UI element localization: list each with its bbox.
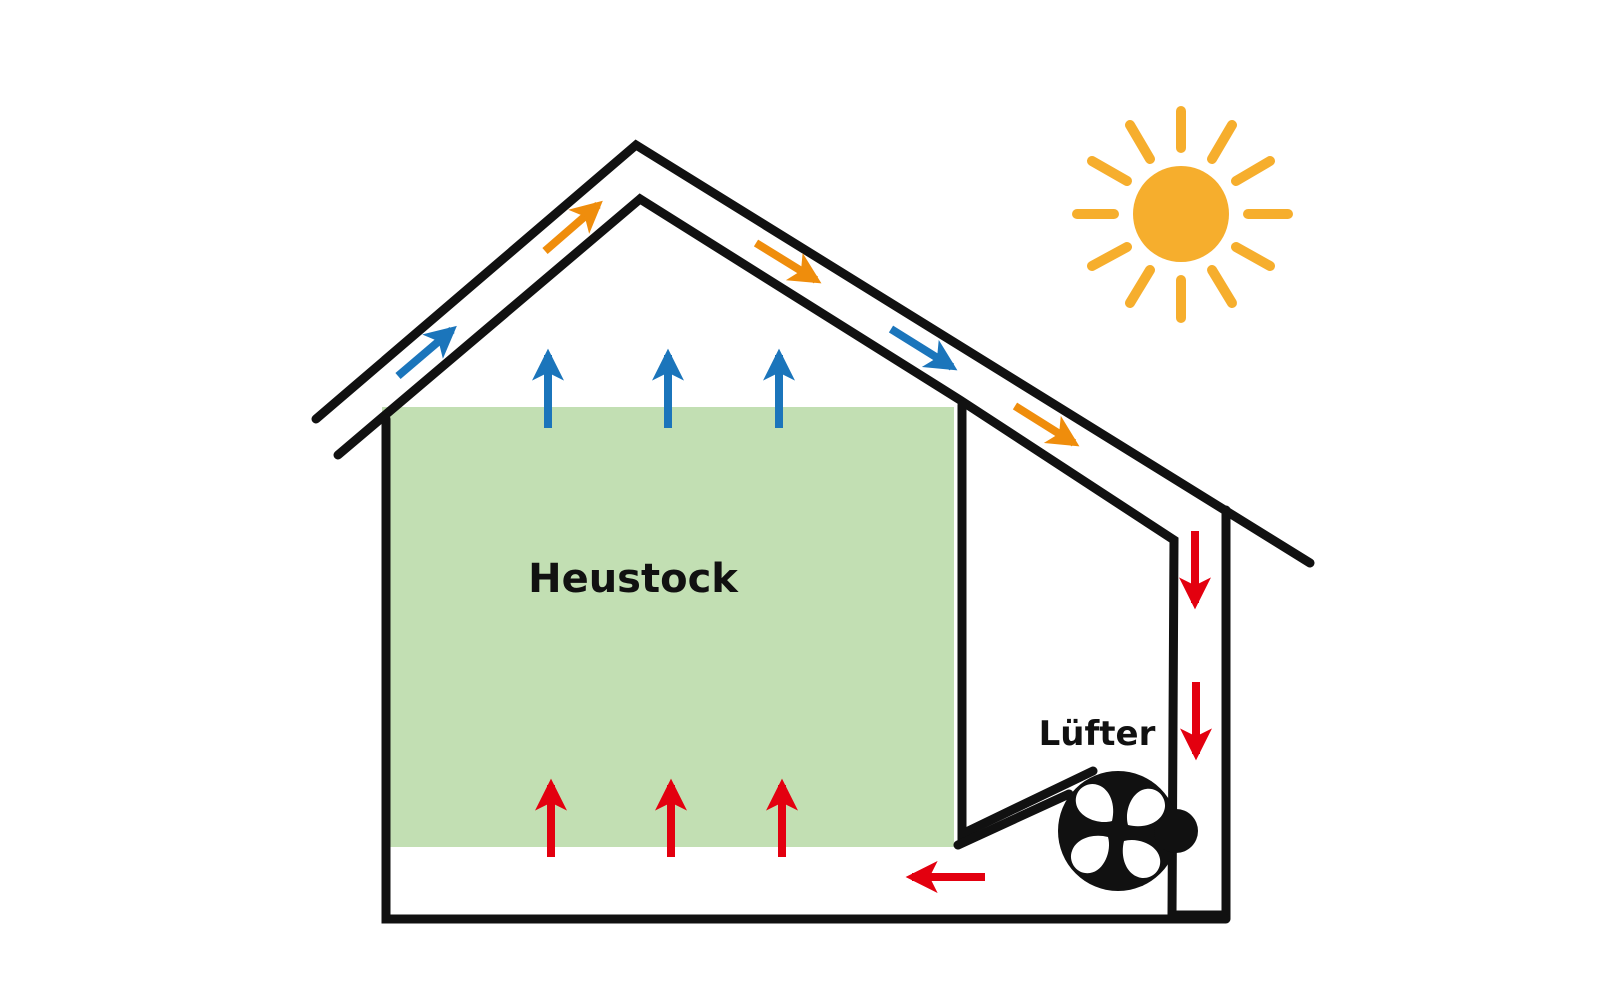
humid-air-arrow (888, 325, 958, 371)
warm-air-arrow (1012, 402, 1080, 447)
fan-label: Lüfter (1039, 714, 1156, 754)
humid-air-arrow (395, 325, 457, 380)
partition-wall (957, 400, 1098, 842)
hay-stack-area (382, 407, 954, 847)
floor-duct-wall (953, 789, 1074, 850)
house-outline-lower (381, 414, 1231, 924)
warm-air-arrows (542, 200, 1080, 447)
warm-air-arrow (753, 239, 822, 284)
fan-icon (1058, 771, 1198, 891)
warm-air-arrow (542, 200, 603, 255)
sun-icon (1072, 106, 1293, 323)
hay-stack-label: Heustock (528, 556, 739, 602)
forced-air-arrows (535, 531, 1212, 893)
humid-air-arrows (395, 325, 958, 428)
